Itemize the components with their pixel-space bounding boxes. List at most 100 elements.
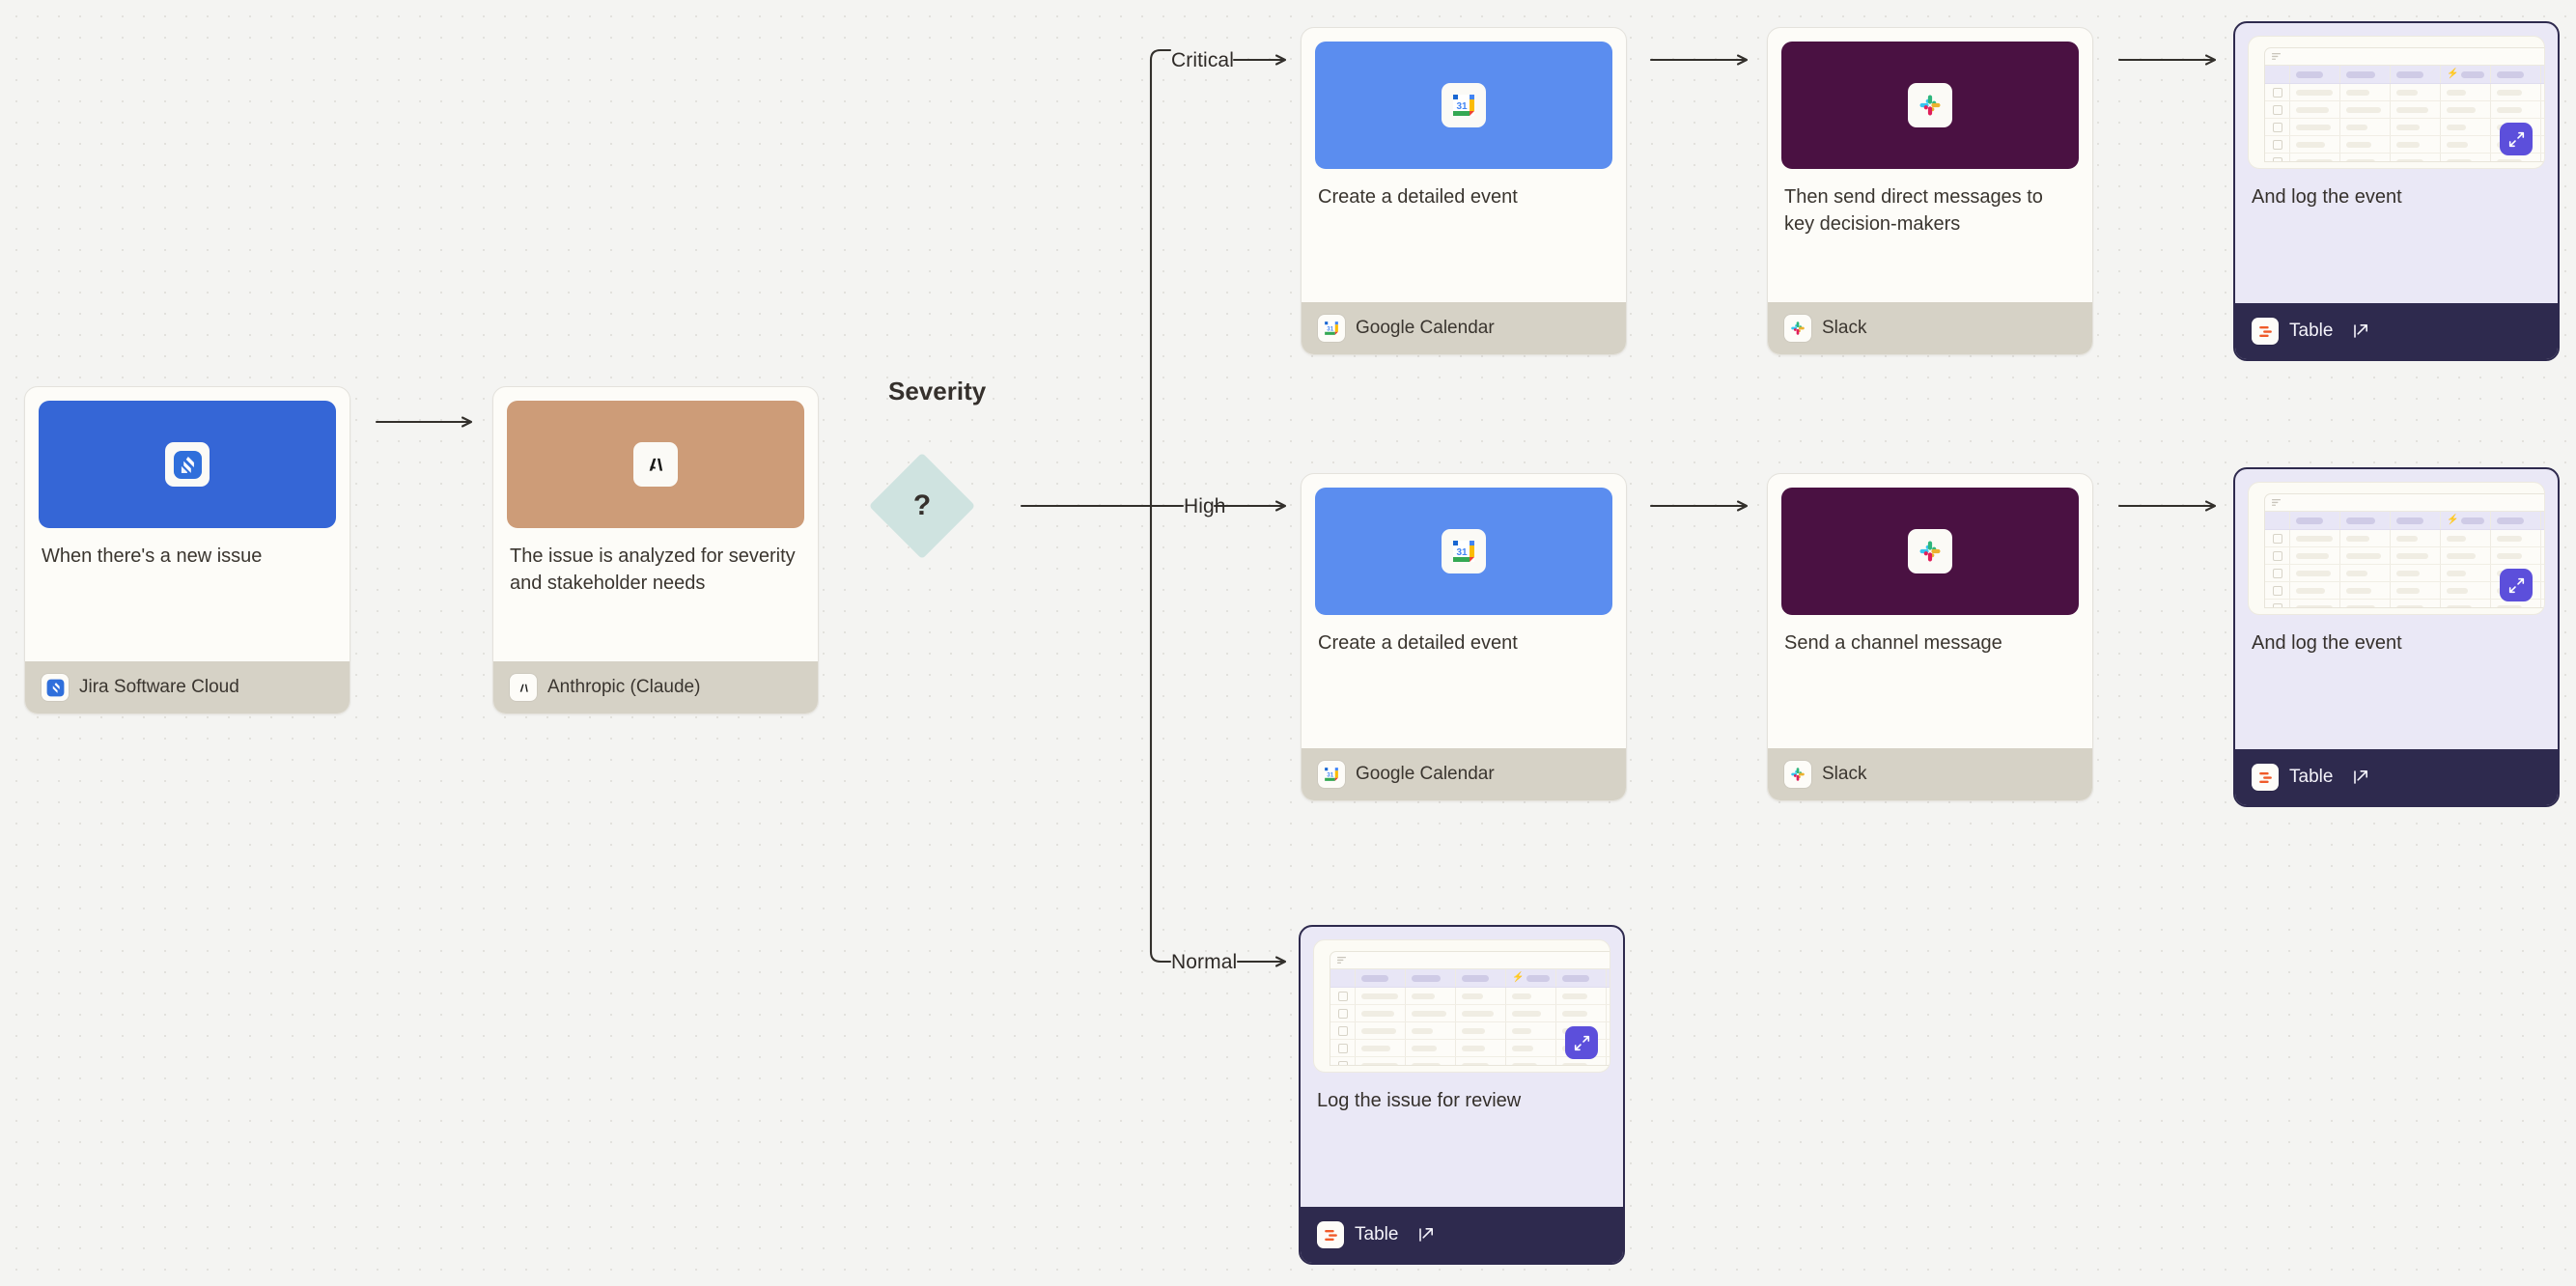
table-row-checkbox — [2265, 136, 2290, 153]
table-cell — [2441, 84, 2491, 100]
analyze-app-footer[interactable]: Anthropic (Claude) — [493, 661, 818, 713]
high-calendar-app-footer[interactable]: 31 Google Calendar — [1302, 748, 1626, 800]
table-row — [2265, 547, 2544, 565]
slack-icon — [1919, 541, 1941, 562]
normal-table-preview: ⚡ — [1313, 939, 1610, 1073]
node-trigger-card[interactable]: When there's a new issue Jira Software C… — [24, 386, 350, 714]
table-icon — [1324, 1229, 1337, 1241]
slack-hero-tile — [1908, 83, 1952, 127]
external-link-icon — [1419, 1228, 1434, 1242]
node-normal-table-card[interactable]: ⚡ — [1299, 925, 1625, 1265]
table-row-checkbox — [1330, 1057, 1356, 1065]
normal-table-app-footer[interactable]: Table — [1301, 1207, 1623, 1263]
high-table-app-footer[interactable]: Table — [2235, 749, 2558, 805]
table-row-checkbox — [2265, 600, 2290, 607]
critical-slack-app-footer[interactable]: Slack — [1768, 302, 2092, 354]
table-cell — [2491, 154, 2541, 161]
table-cell — [1356, 1040, 1406, 1056]
table-row-checkbox — [2265, 530, 2290, 546]
expand-button[interactable] — [2500, 123, 2533, 155]
expand-icon — [2508, 577, 2524, 593]
high-slack-app-label: Slack — [1822, 764, 1867, 784]
svg-text:31: 31 — [1456, 101, 1468, 112]
table-cell — [1356, 1005, 1406, 1021]
table-cell — [1506, 1005, 1556, 1021]
normal-table-title: Log the issue for review — [1317, 1090, 1522, 1111]
high-slack-app-footer[interactable]: Slack — [1768, 748, 2092, 800]
table-cell — [1406, 1057, 1456, 1065]
table-cell — [2391, 136, 2441, 153]
high-table-preview: ⚡ — [2248, 482, 2545, 615]
high-table-title: And log the event — [2252, 632, 2402, 654]
filter-icon — [1337, 957, 1346, 964]
anthropic-icon — [514, 678, 533, 697]
table-cell — [2441, 154, 2491, 161]
table-cell — [1456, 1005, 1506, 1021]
external-link-button[interactable] — [2352, 769, 2369, 786]
node-analyze-card[interactable]: The issue is analyzed for severity and s… — [492, 386, 819, 714]
slack-icon — [1791, 322, 1805, 335]
expand-button[interactable] — [1565, 1026, 1598, 1059]
critical-table-app-footer[interactable]: Table — [2235, 303, 2558, 359]
table-cell — [2290, 136, 2340, 153]
node-high-table-card[interactable]: ⚡ — [2233, 467, 2560, 807]
branch-label-normal: Normal — [1171, 951, 1238, 973]
table-cell — [2340, 154, 2391, 161]
analyze-hero — [507, 401, 804, 528]
high-slack-hero — [1781, 488, 2079, 615]
bolt-icon: ⚡ — [1512, 972, 1525, 983]
table-cell — [2391, 565, 2441, 581]
table-cell — [2340, 84, 2391, 100]
critical-calendar-app-label: Google Calendar — [1356, 318, 1495, 338]
table-header-cell — [2491, 66, 2541, 83]
node-critical-calendar-card[interactable]: 31 Create a detailed event 31 Google Cal… — [1301, 27, 1627, 355]
external-link-button[interactable] — [2352, 322, 2369, 340]
table-cell — [2340, 600, 2391, 607]
node-critical-table-card[interactable]: ⚡ — [2233, 21, 2560, 361]
table-header-cell — [1556, 969, 1607, 987]
bolt-icon: ⚡ — [2447, 515, 2459, 525]
table-cell — [2340, 101, 2391, 118]
table-cell — [1406, 1040, 1456, 1056]
table-cell — [2491, 101, 2541, 118]
table-cell — [1356, 988, 1406, 1004]
trigger-app-footer[interactable]: Jira Software Cloud — [25, 661, 350, 713]
jira-hero-tile — [165, 442, 210, 487]
table-mock: ⚡ — [2264, 47, 2544, 162]
table-cell — [1456, 1057, 1506, 1065]
table-cell — [2340, 119, 2391, 135]
node-high-slack-card[interactable]: Send a channel message Slack — [1767, 473, 2093, 801]
table-cell — [2391, 119, 2441, 135]
expand-button[interactable] — [2500, 569, 2533, 601]
table-cell — [1356, 1057, 1406, 1065]
table-row-checkbox — [1330, 988, 1356, 1004]
jira-chip — [42, 674, 69, 701]
table-cell — [1456, 988, 1506, 1004]
table-cell — [1506, 1022, 1556, 1039]
gcal-hero-tile: 31 — [1442, 529, 1486, 573]
svg-text:31: 31 — [1327, 326, 1333, 333]
table-header-cell — [2290, 512, 2340, 529]
google-calendar-icon: 31 — [1325, 322, 1338, 335]
high-calendar-app-label: Google Calendar — [1356, 764, 1495, 784]
table-row-checkbox — [2265, 547, 2290, 564]
table-cell — [2290, 582, 2340, 599]
table-header-cell — [1406, 969, 1456, 987]
table-header-row: ⚡ — [2265, 512, 2544, 530]
external-link-button[interactable] — [1417, 1226, 1435, 1244]
critical-calendar-app-footer[interactable]: 31 Google Calendar — [1302, 302, 1626, 354]
table-cell — [1556, 1005, 1607, 1021]
table-header-cell — [2340, 512, 2391, 529]
table-row-checkbox — [2265, 119, 2290, 135]
slack-icon — [1791, 768, 1805, 781]
critical-calendar-title: Create a detailed event — [1318, 186, 1518, 208]
node-critical-slack-card[interactable]: Then send direct messages to key decisio… — [1767, 27, 2093, 355]
analyze-app-label: Anthropic (Claude) — [547, 677, 701, 697]
table-cell — [1556, 1057, 1607, 1065]
table-icon — [2258, 325, 2272, 337]
branch-label-high: High — [1184, 495, 1226, 517]
normal-table-app-label: Table — [1355, 1224, 1399, 1244]
node-high-calendar-card[interactable]: 31 Create a detailed event 31 Google Cal… — [1301, 473, 1627, 801]
